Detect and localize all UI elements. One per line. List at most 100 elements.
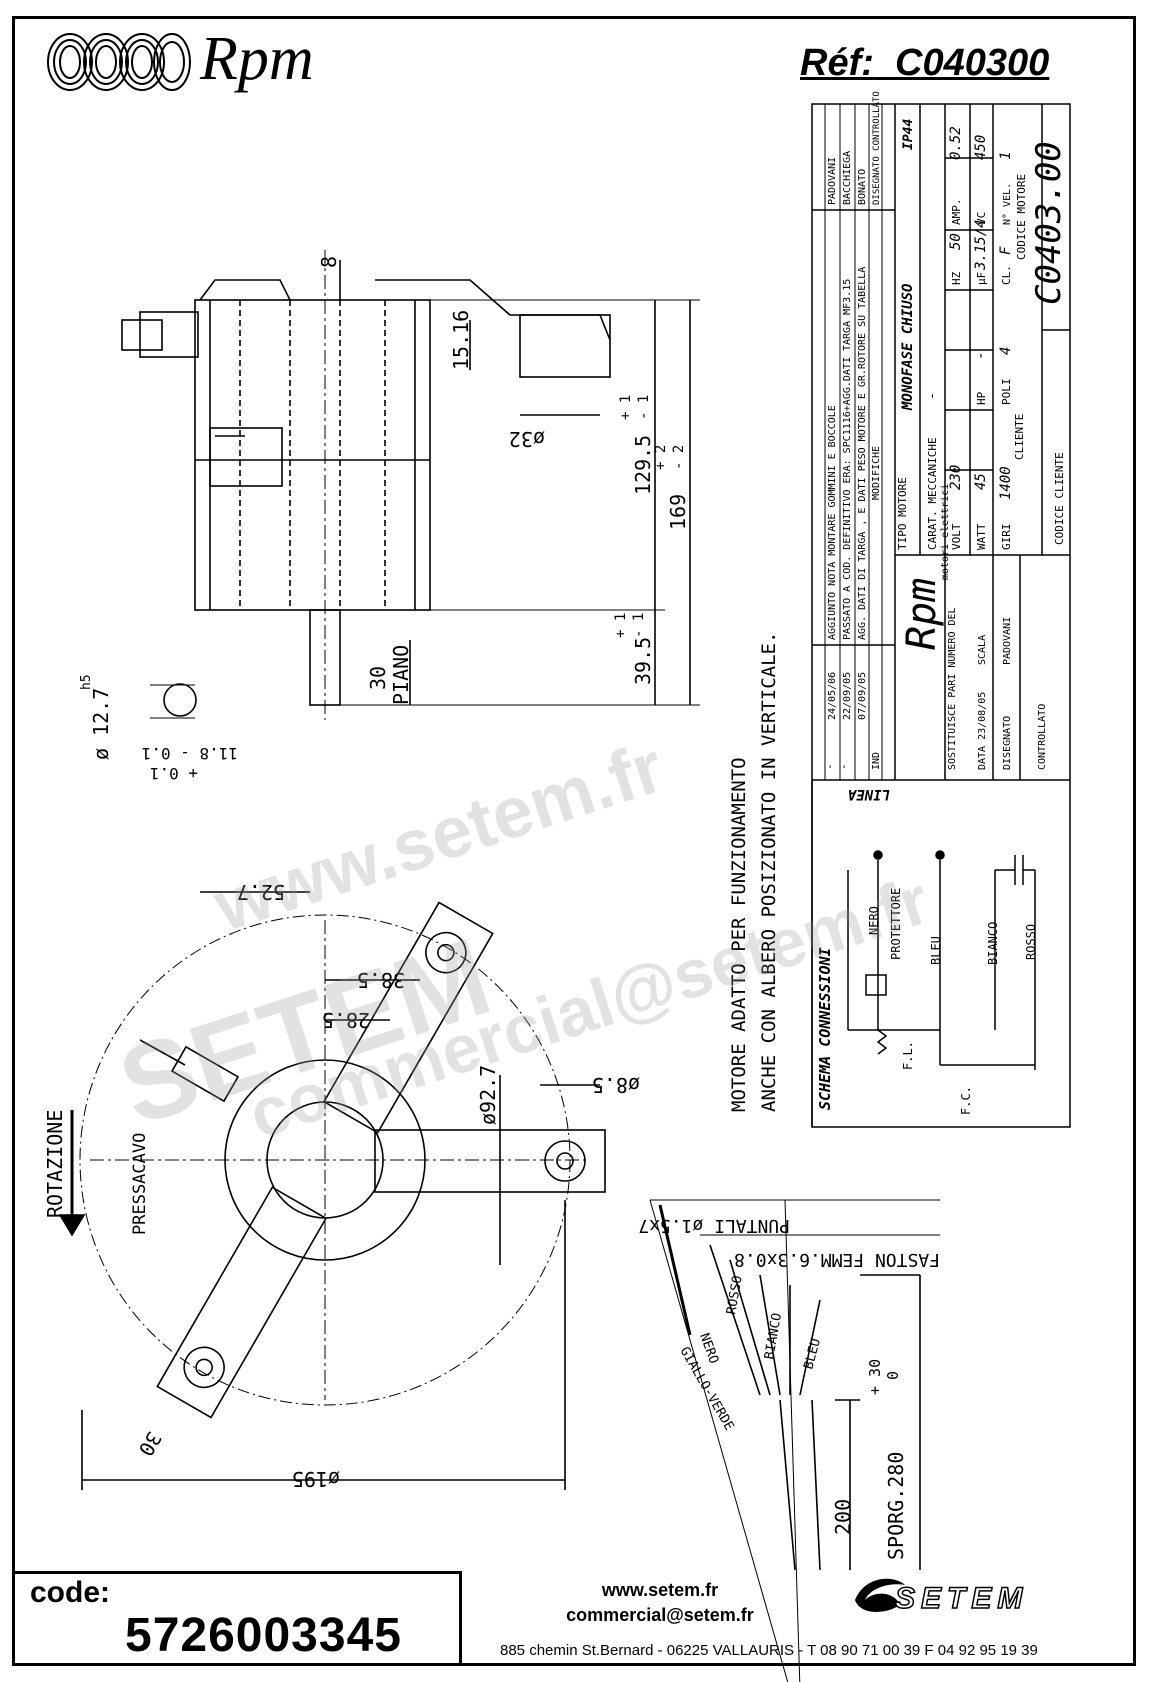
sostituisce-label: SOSTITUISCE PARI NUMERO DEL — [947, 607, 958, 770]
bracket-arm-lower — [156, 1186, 328, 1419]
code-box — [14, 1571, 462, 1666]
spec-volt: 230 — [948, 465, 964, 490]
tol-169-minus: - 2 — [671, 445, 687, 470]
note-line2: ANCHE CON ALBERO POSIZIONATO IN VERTICAL… — [758, 632, 780, 1112]
spec-hp: - — [973, 352, 989, 360]
spec-poli-label: POLI — [1000, 379, 1013, 406]
dim-28-5: 28.5 — [322, 1008, 370, 1032]
spec-uf: 3.15/4 — [973, 219, 989, 271]
rev-row-1: - — [837, 763, 850, 770]
cable-gland — [170, 1045, 240, 1103]
tol-169-plus: + 2 — [653, 445, 669, 470]
dim-15-16: 15.16 — [449, 310, 473, 370]
bushing — [519, 314, 611, 378]
schema-linea: LINEA — [848, 786, 890, 802]
tol-39-minus: - 1 — [631, 613, 647, 638]
spec-vel: 1 — [998, 152, 1014, 160]
label-rotazione: ROTAZIONE — [43, 1110, 67, 1218]
scala-label: SCALA — [977, 635, 988, 665]
footer-web[interactable]: www.setem.fr — [601, 1580, 719, 1600]
rev-2-by: BACCHIEGA — [842, 151, 853, 205]
dim-32: ø32 — [509, 427, 545, 451]
brand-name: Rpm — [200, 25, 314, 93]
spec-hz-label: HZ — [950, 271, 963, 285]
carat-value: - — [925, 392, 940, 400]
rev-3-by: PADOVANI — [827, 157, 838, 205]
ref-value: C040300 — [895, 42, 1050, 84]
spec-giri-label: GIRI — [1000, 524, 1013, 551]
rev-header-text: MODIFICHE — [871, 446, 882, 500]
schema-nero: NERO — [867, 906, 881, 935]
schema-fl: F.L. — [901, 1041, 915, 1070]
footer-email[interactable]: commercial@setem.fr — [566, 1605, 754, 1625]
ref-label: Réf: — [800, 42, 874, 84]
label-faston: FASTON FEMM.6.3x0.8 — [734, 1249, 940, 1270]
spec-hz: 50 — [948, 233, 964, 250]
spec-watt-label: WATT — [975, 523, 988, 550]
reference: Réf: C040300 — [800, 42, 1049, 85]
spec-poli: 4 — [998, 347, 1014, 355]
codice-motore: C0403.00 — [1029, 141, 1069, 305]
label-piano: PIANO — [389, 645, 413, 705]
wire-length-tol-minus: 0 — [884, 1371, 902, 1380]
setem-swoosh-icon — [855, 1578, 905, 1612]
dim-8: 8 — [317, 256, 341, 268]
schema-bleu: BLEU — [929, 936, 943, 965]
dim-30: 30 — [366, 666, 390, 690]
label-pressacavo: PRESSACAVO — [130, 1133, 150, 1235]
spec-vel-label: N° VEL. — [1002, 183, 1013, 225]
shaft-flat-tolerance: + 0.1 — [150, 764, 198, 783]
drawing-frame — [12, 16, 1136, 1666]
ip-rating: IP44 — [901, 119, 916, 150]
dim-195: ø195 — [292, 1467, 340, 1491]
schema-bianco: BIANCO — [986, 922, 1000, 965]
note-line1: MOTORE ADATTO PER FUNZIONAMENTO — [728, 757, 750, 1112]
disegnato-label: DISEGNATO — [1002, 716, 1013, 770]
schema-title: SCHEMA CONNESSIONI — [816, 947, 834, 1110]
code-value: 5726003345 — [125, 1609, 402, 1662]
spec-cl-label: CL. — [1000, 265, 1013, 285]
rev-header-ind: IND — [871, 752, 882, 770]
codice-motore-label: CODICE MOTORE — [1015, 174, 1028, 260]
spec-cl: F — [998, 246, 1014, 255]
bracket-arm-right — [374, 1129, 606, 1193]
spec-watt: 45 — [973, 473, 989, 490]
tipo-motore: MONOFASE CHIUSO — [900, 284, 916, 411]
shaft-tolerance: h5 — [79, 674, 94, 690]
title-block-logo: Rpm — [899, 578, 945, 650]
wire-rosso: ROSSO — [724, 1274, 746, 1315]
footer-address: 885 chemin St.Bernard - 06225 VALLAURIS … — [500, 1642, 1038, 1659]
wire-length: SPORG.280 — [884, 1452, 908, 1560]
wire-strip: 200 — [831, 1499, 855, 1535]
tol-39-plus: + 1 — [613, 613, 629, 638]
dim-92-7: ø92.7 — [476, 1065, 500, 1125]
spec-giri: 1400 — [998, 466, 1014, 500]
rev-2-text: PASSATO A COD. DEFINITIVO ERA: SPC1116+A… — [842, 279, 853, 640]
spec-vc-label: VC — [975, 212, 988, 225]
shaft-diameter: ø 12.7 — [89, 688, 113, 760]
cliente-label: CLIENTE — [1013, 414, 1026, 460]
spec-vc: 450 — [973, 135, 989, 160]
dim-39-5: 39.5 — [631, 637, 655, 685]
rev-1-date: 07/09/05 — [857, 672, 868, 720]
schema-fc: F.C. — [959, 1086, 973, 1115]
dim-169: 169 — [666, 494, 690, 530]
spec-amp-label: AMP. — [950, 199, 963, 226]
bracket-arm-upper — [322, 901, 494, 1134]
spec-volt-label: VOLT — [950, 523, 963, 550]
tol-129-plus: + 1 — [618, 395, 634, 420]
disegnato-value: PADOVANI — [1002, 617, 1013, 665]
dim-38-5: 38.5 — [357, 968, 405, 992]
wire-length-tol-plus: + 30 — [866, 1359, 884, 1395]
schema-protettore: PROTETTORE — [889, 888, 903, 960]
code-label: code: — [30, 1576, 111, 1609]
rev-1-text: AGG. DATI DI TARGA , E DATI PESO MOTORE … — [857, 267, 868, 640]
codice-cliente-label: CODICE CLIENTE — [1053, 452, 1066, 545]
nameplate-box — [209, 427, 283, 487]
controllato-label: CONTROLLATO — [1037, 704, 1048, 770]
spec-uf-label: µF — [975, 272, 988, 285]
rev-header-by: DISEGNATO CONTROLLATO — [872, 91, 882, 205]
rpm-coil-logo — [47, 33, 191, 91]
